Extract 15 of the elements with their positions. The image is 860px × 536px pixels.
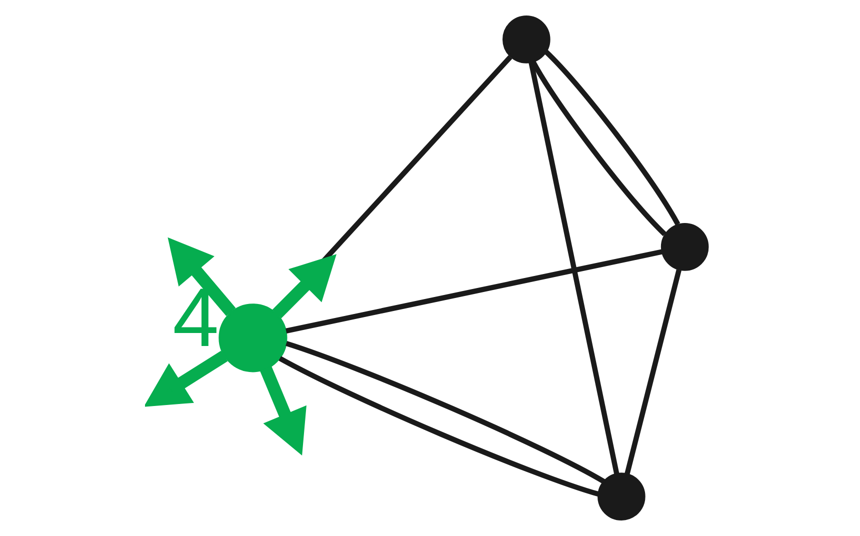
arrow [144,350,228,407]
connector [624,269,681,475]
connector [285,249,662,334]
node-circle [660,223,708,271]
arrow [167,237,236,316]
arrow [272,254,336,318]
connector [544,50,680,226]
node-label: 4 [172,271,218,364]
arrow [260,366,306,456]
connector [284,340,605,484]
node-circle [218,304,287,372]
node-circle [502,16,550,64]
connector [278,356,599,497]
connector [528,62,619,474]
node-circle [597,472,645,520]
